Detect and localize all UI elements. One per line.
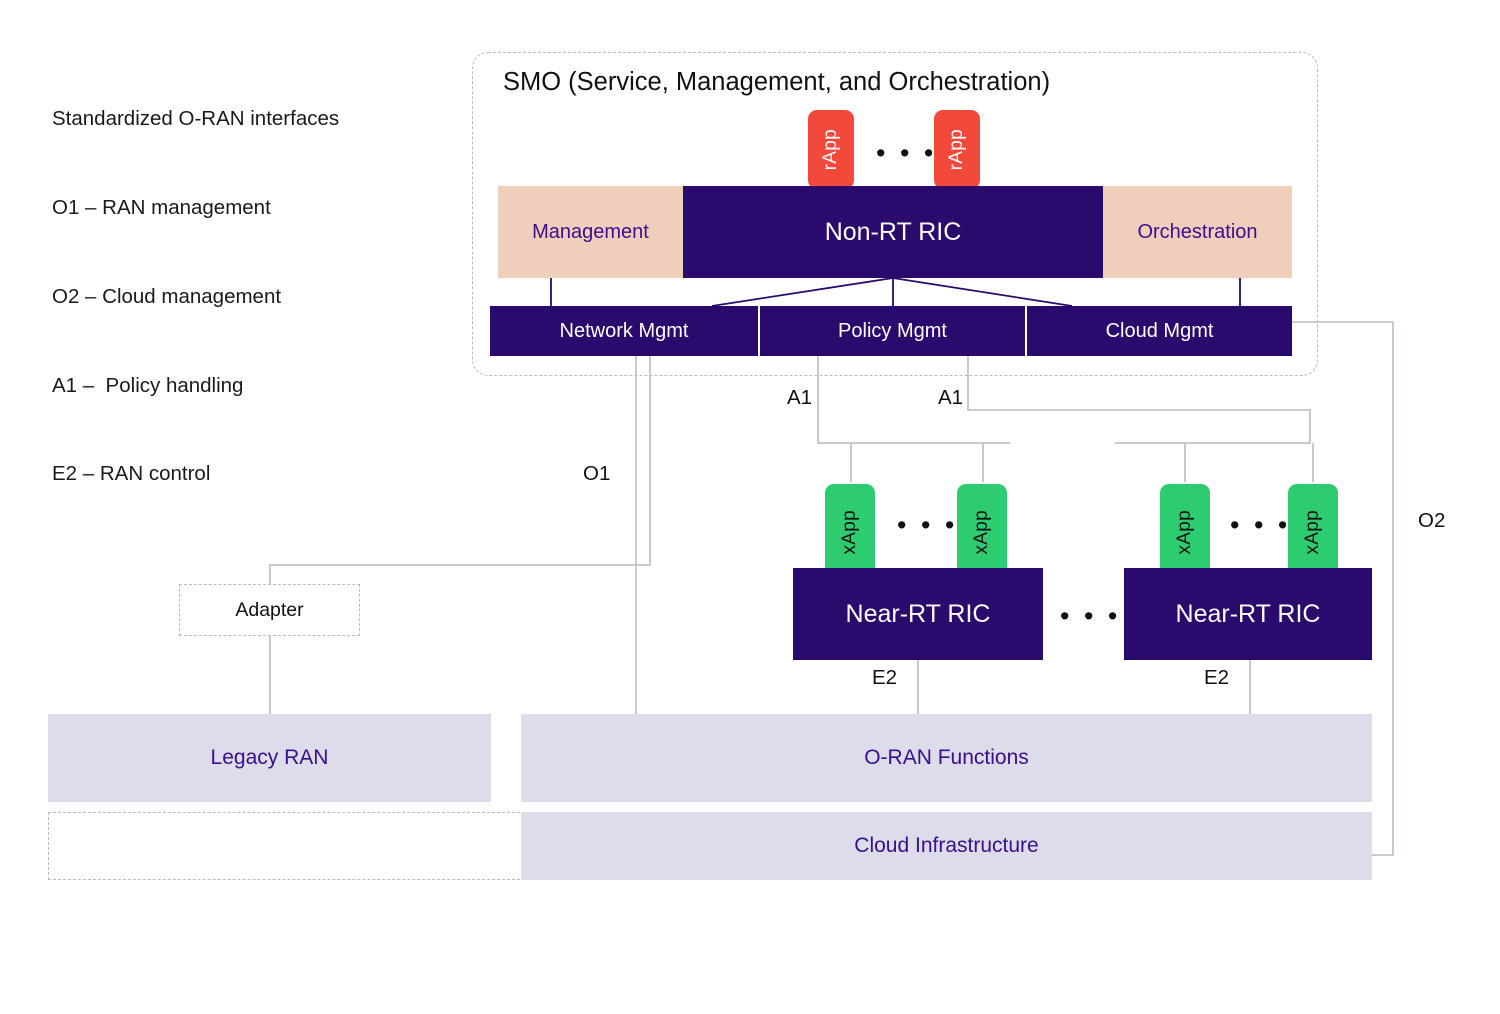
non-rt-ric-label: Non-RT RIC xyxy=(824,217,962,246)
interface-label-o2: O2 xyxy=(1418,509,1446,532)
near-rt-ric-left-block[interactable]: Near-RT RIC xyxy=(793,568,1043,660)
network-mgmt-label: Network Mgmt xyxy=(559,319,689,342)
non-rt-ric-block[interactable]: Non-RT RIC xyxy=(683,186,1103,278)
oran-functions-label: O-RAN Functions xyxy=(864,746,1029,769)
xapp-pill-left-1[interactable]: xApp xyxy=(823,482,877,582)
network-mgmt-block[interactable]: Network Mgmt xyxy=(490,306,758,356)
interface-label-o1: O1 xyxy=(583,462,611,485)
xapp-label: xApp xyxy=(839,509,860,555)
legend-line-e2: E2 – RAN control xyxy=(52,462,211,486)
adapter-block[interactable]: Adapter xyxy=(179,584,360,636)
rapp-pill-1[interactable]: rApp xyxy=(806,108,856,191)
xapp-label: xApp xyxy=(1174,509,1195,555)
xapp-pill-right-2[interactable]: xApp xyxy=(1286,482,1340,582)
adapter-label: Adapter xyxy=(235,598,304,621)
cloud-mgmt-label: Cloud Mgmt xyxy=(1105,319,1214,342)
rapp-pill-2[interactable]: rApp xyxy=(932,108,982,191)
legend-line-o1: O1 – RAN management xyxy=(52,195,271,219)
legend-line-a1: A1 – Policy handling xyxy=(52,373,244,397)
xapp-pill-right-1[interactable]: xApp xyxy=(1158,482,1212,582)
orchestration-label: Orchestration xyxy=(1137,220,1258,243)
legacy-ran-label: Legacy RAN xyxy=(210,746,329,769)
legend-title: Standardized O-RAN interfaces xyxy=(52,107,340,131)
near-rt-ric-label: Near-RT RIC xyxy=(845,599,991,628)
xapp-ellipsis-left: • • • xyxy=(897,510,958,540)
smo-title: SMO (Service, Management, and Orchestrat… xyxy=(503,68,1051,96)
policy-mgmt-block[interactable]: Policy Mgmt xyxy=(760,306,1025,356)
xapp-pill-left-2[interactable]: xApp xyxy=(955,482,1009,582)
rapp-ellipsis: • • • xyxy=(876,138,937,168)
legacy-ran-block[interactable]: Legacy RAN xyxy=(48,714,491,802)
policy-mgmt-label: Policy Mgmt xyxy=(838,319,947,342)
orchestration-block[interactable]: Orchestration xyxy=(1103,186,1292,278)
management-label: Management xyxy=(532,220,649,243)
smo-container xyxy=(472,52,1318,376)
xapp-label: xApp xyxy=(1302,509,1323,555)
cloud-infra-placeholder xyxy=(48,812,530,880)
interface-label-e2-right: E2 xyxy=(1204,666,1230,689)
legend: Standardized O-RAN interfaces O1 – RAN m… xyxy=(52,45,339,548)
legend-line-o2: O2 – Cloud management xyxy=(52,284,282,308)
oran-functions-block[interactable]: O-RAN Functions xyxy=(521,714,1372,802)
rapp-label: rApp xyxy=(820,128,841,171)
xapp-label: xApp xyxy=(971,509,992,555)
near-rt-ric-right-block[interactable]: Near-RT RIC xyxy=(1124,568,1372,660)
management-block[interactable]: Management xyxy=(498,186,683,278)
interface-label-a1-left: A1 xyxy=(787,386,813,409)
near-rt-ric-ellipsis: • • • xyxy=(1060,601,1121,631)
cloud-infrastructure-label: Cloud Infrastructure xyxy=(854,834,1039,857)
rapp-label: rApp xyxy=(946,128,967,171)
cloud-mgmt-block[interactable]: Cloud Mgmt xyxy=(1027,306,1292,356)
cloud-infrastructure-block[interactable]: Cloud Infrastructure xyxy=(521,812,1372,880)
xapp-ellipsis-right: • • • xyxy=(1230,510,1291,540)
interface-label-e2-left: E2 xyxy=(872,666,898,689)
interface-label-a1-right: A1 xyxy=(938,386,964,409)
near-rt-ric-label: Near-RT RIC xyxy=(1175,599,1321,628)
